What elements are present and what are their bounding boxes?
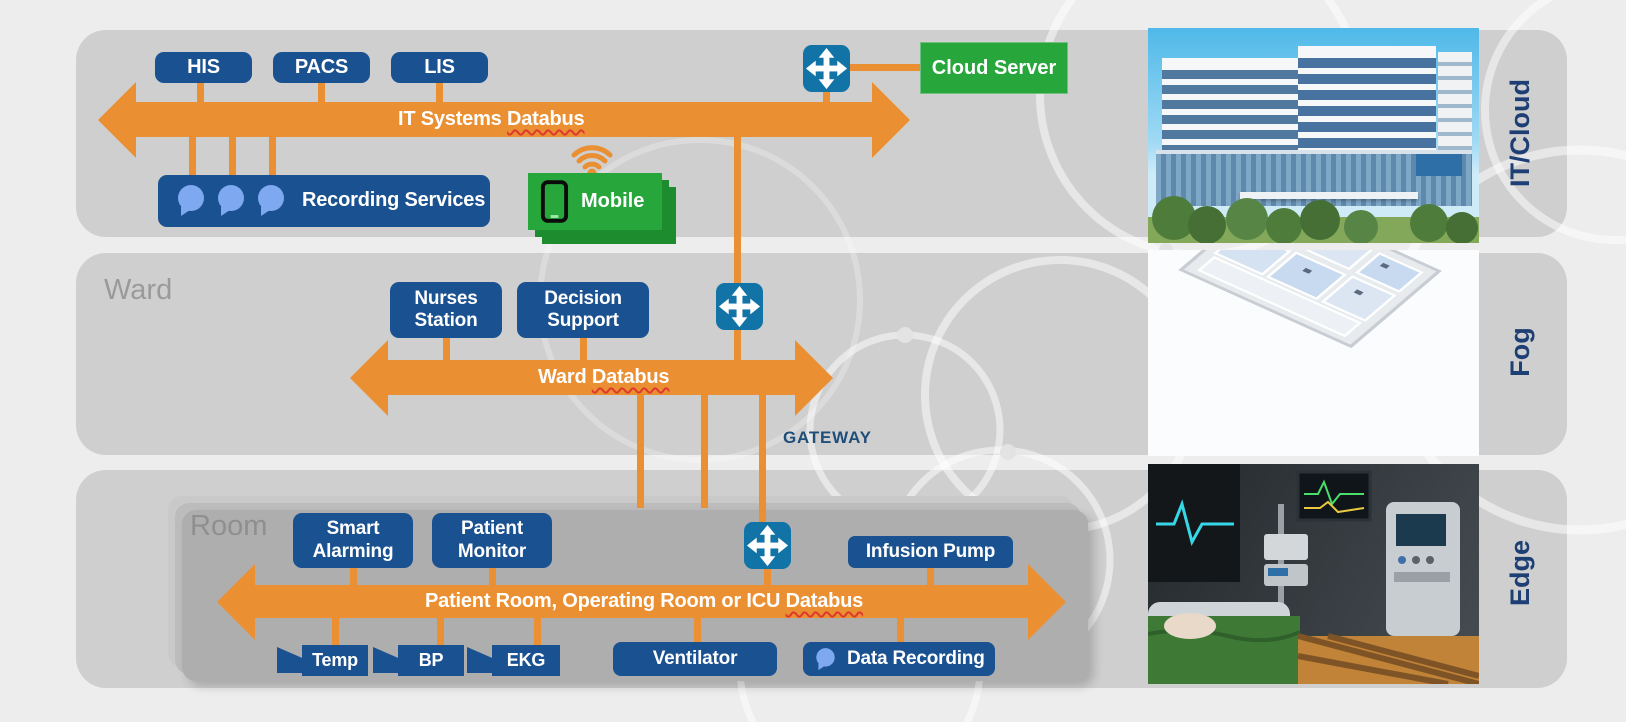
connector-databus-datarecording <box>897 617 904 644</box>
connector-router-it-databus <box>823 90 830 104</box>
mobile-box: Mobile <box>528 173 662 230</box>
side-label-fog: Fog <box>1505 327 1535 377</box>
connector-infusion-databus <box>927 566 934 586</box>
recording-services-label: Recording Services <box>302 189 486 212</box>
it-systems-databus-arrow: IT Systems Databus <box>136 102 872 137</box>
infusion-pump-box: Infusion Pump <box>848 536 1013 568</box>
connector-databus-bp <box>437 617 444 647</box>
bp-box: BP <box>398 645 464 676</box>
recording-bubble-icons <box>172 182 290 220</box>
tree <box>1188 206 1226 243</box>
connector-databus-recording-2 <box>229 136 236 176</box>
connector-databus-recording-1 <box>189 136 196 176</box>
data-recording-label: Data Recording <box>847 647 985 669</box>
chat-bubble-icon <box>218 185 244 216</box>
icu-room-photo <box>1148 464 1479 684</box>
ward-floorplan-photo <box>1148 250 1479 456</box>
connector-decision-databus <box>580 337 587 361</box>
router-icon-fog <box>716 283 763 330</box>
hospital-tower <box>1298 46 1436 157</box>
tablet-icon <box>540 180 569 223</box>
patient-monitor-box: Patient Monitor <box>432 513 552 568</box>
ekg-box: EKG <box>492 645 560 676</box>
wifi-icon <box>571 145 613 178</box>
decision-support-box: Decision Support <box>517 282 649 338</box>
temp-box: Temp <box>302 645 368 676</box>
hospital-tower <box>1162 58 1310 157</box>
connector-databus-ventilator <box>694 617 701 644</box>
connector-router-cloudserver <box>849 64 921 71</box>
floorplan-render <box>1148 250 1479 456</box>
room-databus-arrow: Patient Room, Operating Room or ICU Data… <box>255 585 1028 618</box>
connector-ward-room-2 <box>701 394 708 508</box>
chat-bubble-icon <box>258 185 284 216</box>
tree <box>1226 198 1268 240</box>
ward-databus-label: Ward Databus <box>538 366 670 388</box>
hospital-tower <box>1438 52 1472 156</box>
connector-databus-recording-3 <box>269 136 276 176</box>
connector-it-to-ward-vertical <box>734 135 741 362</box>
cloud-server-box: Cloud Server <box>920 42 1068 94</box>
ward-region-label: Ward <box>104 274 173 306</box>
connector-databus-ekg <box>534 617 541 647</box>
icu-equipment <box>1148 464 1479 684</box>
router-icon-it <box>803 45 850 92</box>
side-label-edge: Edge <box>1505 540 1535 607</box>
it-databus-label: IT Systems Databus <box>398 108 585 130</box>
room-databus-label: Patient Room, Operating Room or ICU Data… <box>425 590 864 612</box>
tree <box>1266 208 1302 243</box>
ventilator-box: Ventilator <box>613 642 777 676</box>
connector-router-edge-databus <box>764 566 771 586</box>
hospital-building-photo <box>1148 28 1479 243</box>
chat-bubble-icon <box>178 185 204 216</box>
pacs-box: PACS <box>273 52 370 83</box>
ward-databus-arrow: Ward Databus <box>388 360 795 395</box>
data-recording-box: Data Recording <box>803 642 995 676</box>
side-label-it-cloud: IT/Cloud <box>1505 79 1535 187</box>
lis-box: LIS <box>391 52 488 83</box>
chat-bubble-icon <box>816 647 835 670</box>
mobile-label: Mobile <box>581 190 645 212</box>
nurses-station-box: Nurses Station <box>390 282 502 338</box>
tree <box>1446 212 1478 243</box>
connector-nurses-databus <box>443 337 450 361</box>
connector-ward-room-3 <box>759 394 766 526</box>
hospital-sign <box>1416 154 1462 176</box>
connector-ward-room-1 <box>637 394 644 508</box>
connector-smart-databus <box>350 567 357 586</box>
his-box: HIS <box>155 52 252 83</box>
connector-pacs-databus <box>318 83 325 103</box>
connector-lis-databus <box>436 83 443 103</box>
connector-patientmon-databus <box>489 567 496 586</box>
smart-alarming-box: Smart Alarming <box>293 513 413 568</box>
tree <box>1300 200 1340 240</box>
router-icon-edge <box>744 522 791 569</box>
room-region-label: Room <box>190 510 268 542</box>
tree <box>1410 204 1448 242</box>
connector-his-databus <box>197 83 204 103</box>
tree <box>1344 210 1378 243</box>
recording-services-box: Recording Services <box>158 175 490 227</box>
hospital-canopy <box>1240 192 1418 199</box>
connector-databus-temp <box>332 617 339 647</box>
gateway-label: GATEWAY <box>783 428 872 447</box>
